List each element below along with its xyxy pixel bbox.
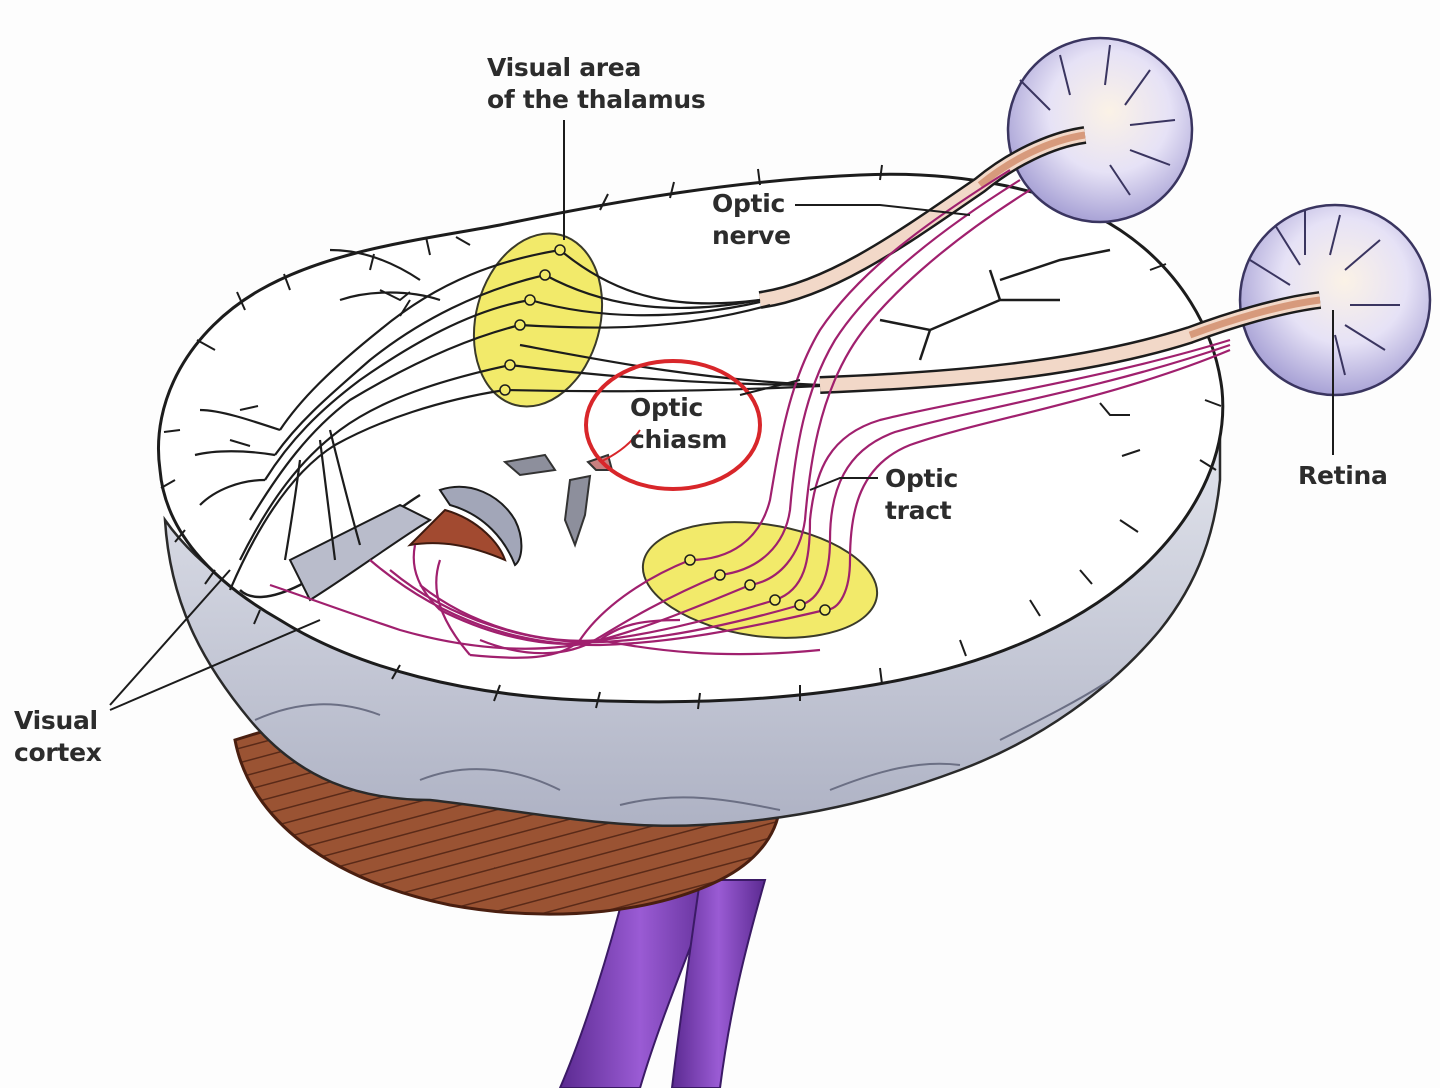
brainstem: [558, 869, 767, 1088]
eyeball-upper: [1006, 36, 1194, 224]
brain-top-surface: [157, 164, 1225, 710]
label-retina-line1: Retina: [1298, 461, 1388, 490]
eyeball-lower: [1238, 203, 1432, 397]
label-thalamus-line2: of the thalamus: [487, 85, 706, 114]
optic-tract-magenta: [269, 169, 1231, 659]
label-optic-tract-line1: Optic: [885, 464, 958, 493]
neuron-dots: [499, 244, 831, 616]
optic-radiation-black: [194, 248, 821, 591]
label-optic-tract-line2: tract: [885, 496, 952, 525]
label-optic-nerve-line2: nerve: [712, 221, 791, 250]
leader-lines: [109, 120, 1334, 711]
chiasm-highlight-circle: [584, 359, 762, 491]
label-optic-nerve-line1: Optic: [712, 189, 785, 218]
label-visual-cortex: Visual cortex: [14, 705, 102, 769]
label-optic-tract: Optic tract: [885, 463, 958, 527]
label-thalamus-line1: Visual area: [487, 53, 642, 82]
optic-nerve-upper: [758, 126, 1087, 309]
label-optic-nerve: Optic nerve: [712, 188, 791, 252]
optic-nerve-lower: [819, 291, 1322, 394]
label-thalamus: Visual area of the thalamus: [487, 52, 706, 116]
label-visual-cortex-line2: cortex: [14, 738, 102, 767]
label-optic-chiasm: Optic chiasm: [630, 392, 727, 456]
label-retina: Retina: [1298, 460, 1388, 492]
label-optic-chiasm-line2: chiasm: [630, 425, 728, 454]
label-visual-cortex-line1: Visual: [14, 706, 98, 735]
label-optic-chiasm-line1: Optic: [630, 393, 703, 422]
